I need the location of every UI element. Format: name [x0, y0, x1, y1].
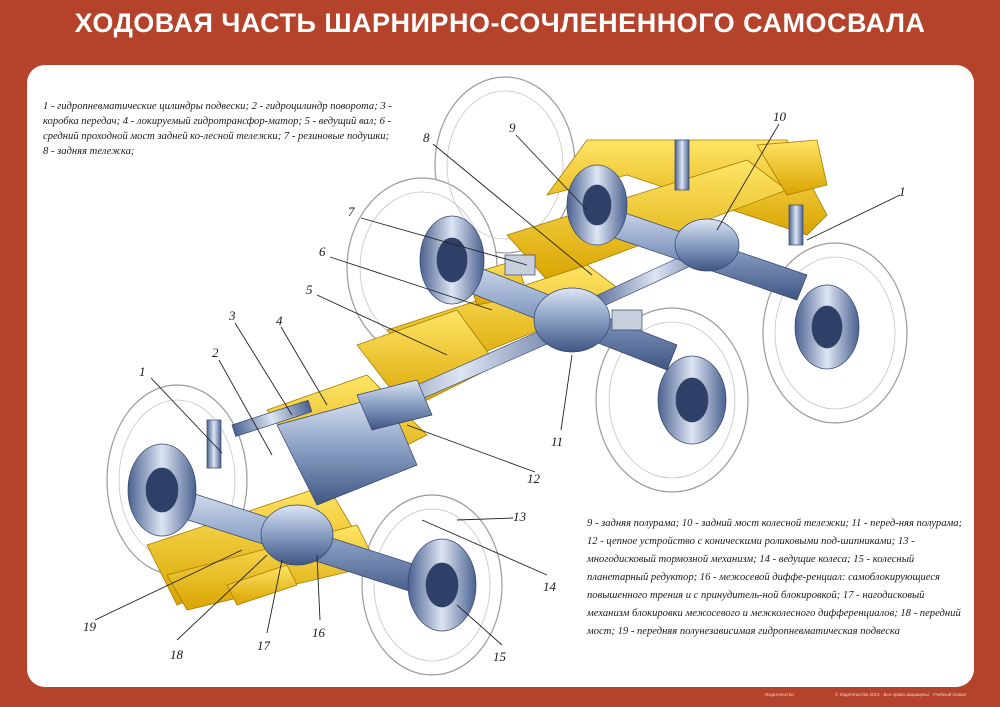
callout-10: 10: [773, 109, 787, 124]
front-frame-tab: [226, 564, 298, 606]
leader-lines: [94, 123, 901, 646]
footer-publisher: Издательство: [765, 692, 794, 697]
front-axle-assembly: [127, 379, 477, 632]
callout-2: 2: [212, 345, 219, 360]
callout-9: 9: [509, 120, 516, 135]
middle-axle: [419, 215, 727, 445]
callout-11: 11: [551, 434, 563, 449]
rear-axle: [566, 139, 860, 370]
callout-15: 15: [493, 649, 507, 664]
callout-12: 12: [527, 471, 541, 486]
rubber-pad-left: [504, 254, 536, 276]
mid-diff: [533, 287, 611, 353]
rear-diff: [674, 218, 740, 272]
footer-copyright: © Издательство 2013 · Все права защищены…: [835, 692, 967, 697]
front-diff: [260, 504, 334, 566]
legend-top: 1 - гидропневматические цилиндры подвеск…: [43, 101, 392, 157]
callout-3: 3: [228, 308, 236, 323]
callout-14: 14: [543, 579, 557, 594]
steering-cylinder: [231, 399, 313, 437]
callout-4: 4: [276, 313, 283, 328]
callout-labels: 1 2 3 4 5 6 7 8 9 10 1 11 12 13 14 15 16…: [83, 109, 906, 664]
callout-17: 17: [257, 638, 271, 653]
rubber-pad-right: [611, 309, 643, 331]
callout-8: 8: [423, 130, 430, 145]
callout-16: 16: [312, 625, 326, 640]
rear-cylinder-2: [788, 204, 804, 246]
torque-converter: [356, 379, 433, 431]
callout-1-front: 1: [139, 364, 146, 379]
callout-7: 7: [348, 204, 355, 219]
callout-18: 18: [170, 647, 184, 662]
callout-1-rear: 1: [899, 184, 906, 199]
rear-cylinder-1: [674, 139, 690, 191]
chassis-diagram: 1 2 3 4 5 6 7 8 9 10 1 11 12 13 14 15 16…: [83, 76, 908, 676]
callout-19: 19: [83, 619, 97, 634]
poster-title: ХОДОВАЯ ЧАСТЬ ШАРНИРНО-СОЧЛЕНЕННОГО САМО…: [74, 8, 926, 38]
rear-mount: [756, 139, 828, 196]
content-panel: 1 2 3 4 5 6 7 8 9 10 1 11 12 13 14 15 16…: [27, 65, 974, 687]
callout-5: 5: [306, 282, 313, 297]
callout-13: 13: [513, 509, 527, 524]
legend-bottom: 9 - задняя полурама; 10 - задний мост ко…: [587, 518, 963, 637]
callout-6: 6: [319, 244, 326, 259]
